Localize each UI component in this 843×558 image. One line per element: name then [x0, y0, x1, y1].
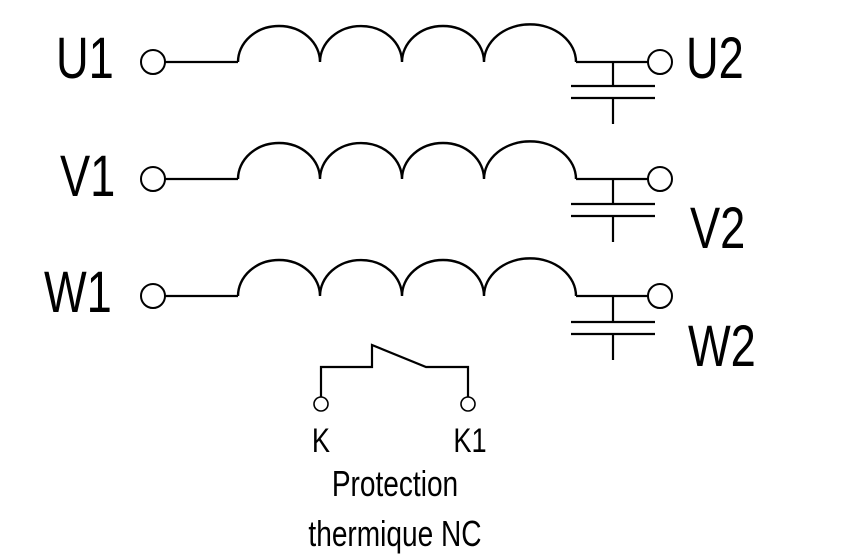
phase-w: W1 W2	[44, 257, 756, 380]
terminal-k1	[460, 396, 476, 412]
inductor-u	[236, 23, 578, 63]
terminal-w2	[647, 283, 673, 309]
caption-thermique-nc: thermique NC	[308, 514, 481, 554]
terminal-label-w2: W2	[688, 315, 756, 380]
terminal-v1	[140, 166, 166, 192]
inductor-v	[236, 140, 578, 180]
terminal-label-u1: U1	[56, 27, 114, 92]
inductor-w	[236, 257, 578, 297]
terminal-label-v2: V2	[690, 197, 745, 262]
caption-protection: Protection	[332, 464, 458, 504]
terminal-v2	[647, 166, 673, 192]
terminal-k	[313, 396, 329, 412]
terminal-w1	[140, 283, 166, 309]
terminal-label-u2: U2	[686, 27, 744, 92]
terminal-label-w1: W1	[44, 261, 112, 326]
terminal-label-k1: K1	[453, 421, 486, 460]
terminal-u2	[647, 49, 673, 75]
terminal-u1	[140, 49, 166, 75]
phase-u: U1 U2	[56, 23, 744, 124]
terminal-label-v1: V1	[60, 145, 115, 210]
phase-v: V1 V2	[60, 140, 745, 262]
nc-contact	[319, 343, 470, 397]
thermal-protection-switch: K K1 Protection thermique NC	[308, 343, 487, 554]
terminal-label-k: K	[312, 421, 331, 460]
